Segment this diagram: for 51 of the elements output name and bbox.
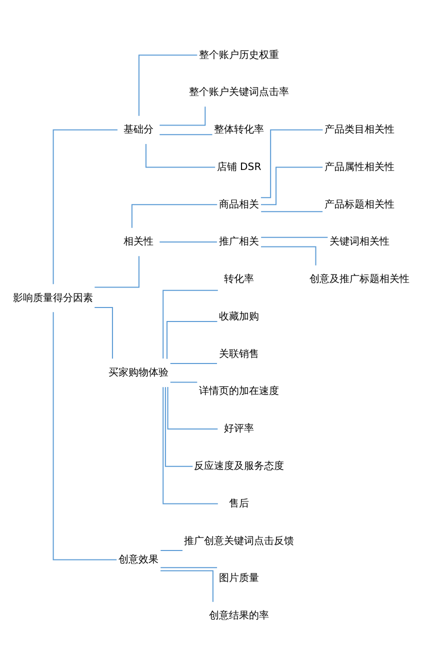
connector	[261, 246, 316, 266]
connector	[52, 312, 117, 560]
node-text: 产品标题相关性	[324, 199, 394, 210]
connector	[164, 387, 193, 467]
node-text: 创意结果的率	[209, 610, 270, 622]
connector	[131, 204, 218, 228]
node-text: 收藏加购	[219, 311, 260, 322]
node-text: 整体转化率	[214, 124, 264, 136]
node-text: 转化率	[224, 274, 254, 286]
node-text: 反应速度及服务态度	[194, 460, 284, 472]
connector	[160, 242, 217, 243]
connector	[261, 236, 328, 238]
connector	[170, 382, 198, 383]
connector	[94, 256, 140, 288]
node-text: 创意效果	[118, 554, 159, 566]
node-text: 基础分	[124, 124, 154, 136]
connector	[94, 306, 113, 359]
node-text: 商品相关	[219, 199, 260, 210]
connector	[52, 129, 118, 284]
node-text: 相关性	[124, 236, 154, 248]
node-text: 关键词相关性	[329, 236, 390, 248]
connector	[160, 550, 182, 551]
node-text: 整个账户历史权重	[199, 50, 280, 61]
node-text: 影响质量得分因素	[12, 292, 93, 304]
connector	[160, 106, 206, 126]
connector	[162, 290, 218, 358]
connector	[160, 567, 218, 568]
node-text: 关联销售	[219, 348, 260, 360]
connector	[145, 144, 216, 168]
node-text: 店铺 DSR	[216, 162, 262, 173]
connector	[261, 211, 323, 212]
node-text: 推广相关	[219, 236, 260, 248]
node-text: 创意及推广标题相关性	[309, 274, 410, 286]
connector	[138, 54, 198, 116]
node-text: 产品类目相关性	[324, 124, 394, 136]
connector	[170, 363, 217, 364]
connector	[162, 387, 218, 504]
connector	[167, 387, 218, 430]
node-text: 推广创意关键词点击反馈	[184, 536, 294, 547]
connector	[166, 320, 218, 359]
node-text: 买家购物体验	[108, 368, 169, 379]
node-text: 详情页的加在速度	[199, 386, 280, 398]
connector	[160, 570, 214, 602]
node-text: 产品属性相关性	[324, 162, 394, 173]
node-text: 好评率	[224, 424, 254, 435]
node-text: 图片质量	[219, 573, 260, 584]
connector	[260, 166, 323, 206]
node-text: 售后	[229, 498, 250, 510]
node-text: 整个账户关键词点击率	[189, 87, 290, 98]
connector	[160, 134, 212, 136]
connector	[260, 129, 323, 198]
